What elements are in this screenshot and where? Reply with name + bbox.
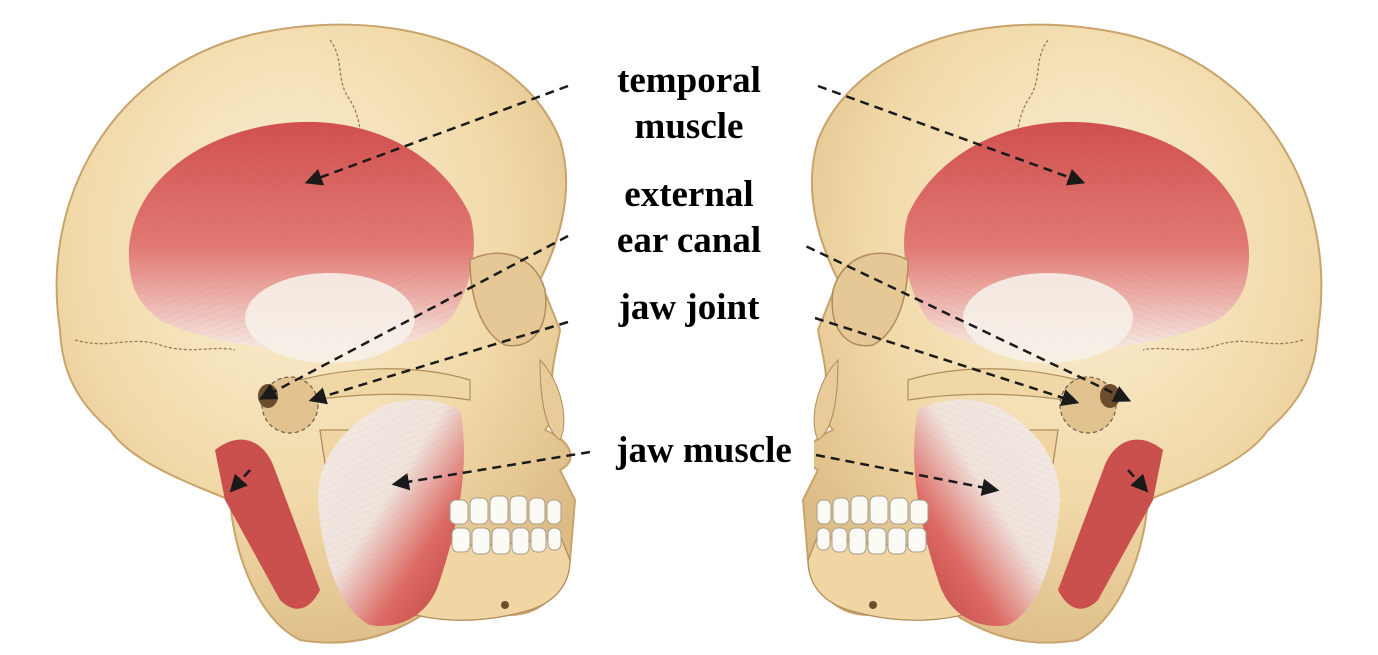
skull-left-illustration [57, 25, 575, 643]
label-ear-canal-line1: external [574, 172, 804, 218]
label-jaw-muscle-text: jaw muscle [594, 428, 814, 474]
label-jaw-joint-text: jaw joint [574, 285, 804, 331]
label-ear-canal-line2: ear canal [574, 218, 804, 264]
label-temporal-line1: temporal [574, 58, 804, 104]
label-temporal-muscle: temporal muscle [574, 58, 804, 150]
label-jaw-joint: jaw joint [574, 285, 804, 331]
label-temporal-line2: muscle [574, 104, 804, 150]
label-external-ear-canal: external ear canal [574, 172, 804, 264]
label-jaw-muscle: jaw muscle [594, 428, 814, 474]
skull-right-illustration [803, 25, 1321, 643]
